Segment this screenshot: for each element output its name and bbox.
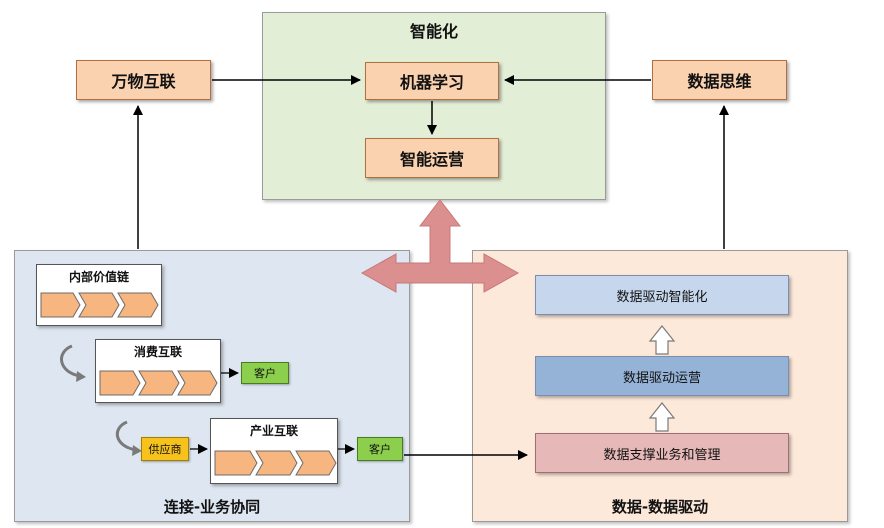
chevron [78,292,120,318]
supplier-box: 供应商 [141,437,189,461]
smart-operation-box: 智能运营 [365,138,499,178]
internal-value-chain-label: 内部价值链 [68,270,129,284]
chevron [117,292,159,318]
chevron [138,370,180,396]
data-driven-operation-box: 数据驱动运营 [535,356,789,396]
data-support-box: 数据支撑业务和管理 [535,433,789,473]
machine-learning-box: 机器学习 [365,62,499,100]
curved-arrow-icon [60,344,81,378]
chevron [295,450,337,476]
intelligence-title: 智能化 [409,22,458,41]
big-three-way-arrow [360,199,520,293]
iot-box: 万物互联 [76,60,211,100]
curved-arrow-icon [115,420,137,452]
chevron [177,370,218,396]
chevron [214,450,258,476]
connection-title: 连接-业务协同 [163,498,261,516]
chevron [40,292,81,318]
chevron [255,450,298,476]
customer-box-1: 客户 [241,362,289,384]
chevron [99,370,141,396]
data-title: 数据-数据驱动 [611,498,709,516]
customer-box-2: 客户 [357,437,403,461]
up-arrow-icon [648,325,676,355]
data-driven-intelligence-box: 数据驱动智能化 [535,275,789,315]
data-thinking-box: 数据思维 [652,60,787,100]
up-arrow-icon [648,402,676,432]
consumer-internet-label: 消费互联 [133,345,182,359]
industrial-internet-label: 产业互联 [249,424,298,438]
